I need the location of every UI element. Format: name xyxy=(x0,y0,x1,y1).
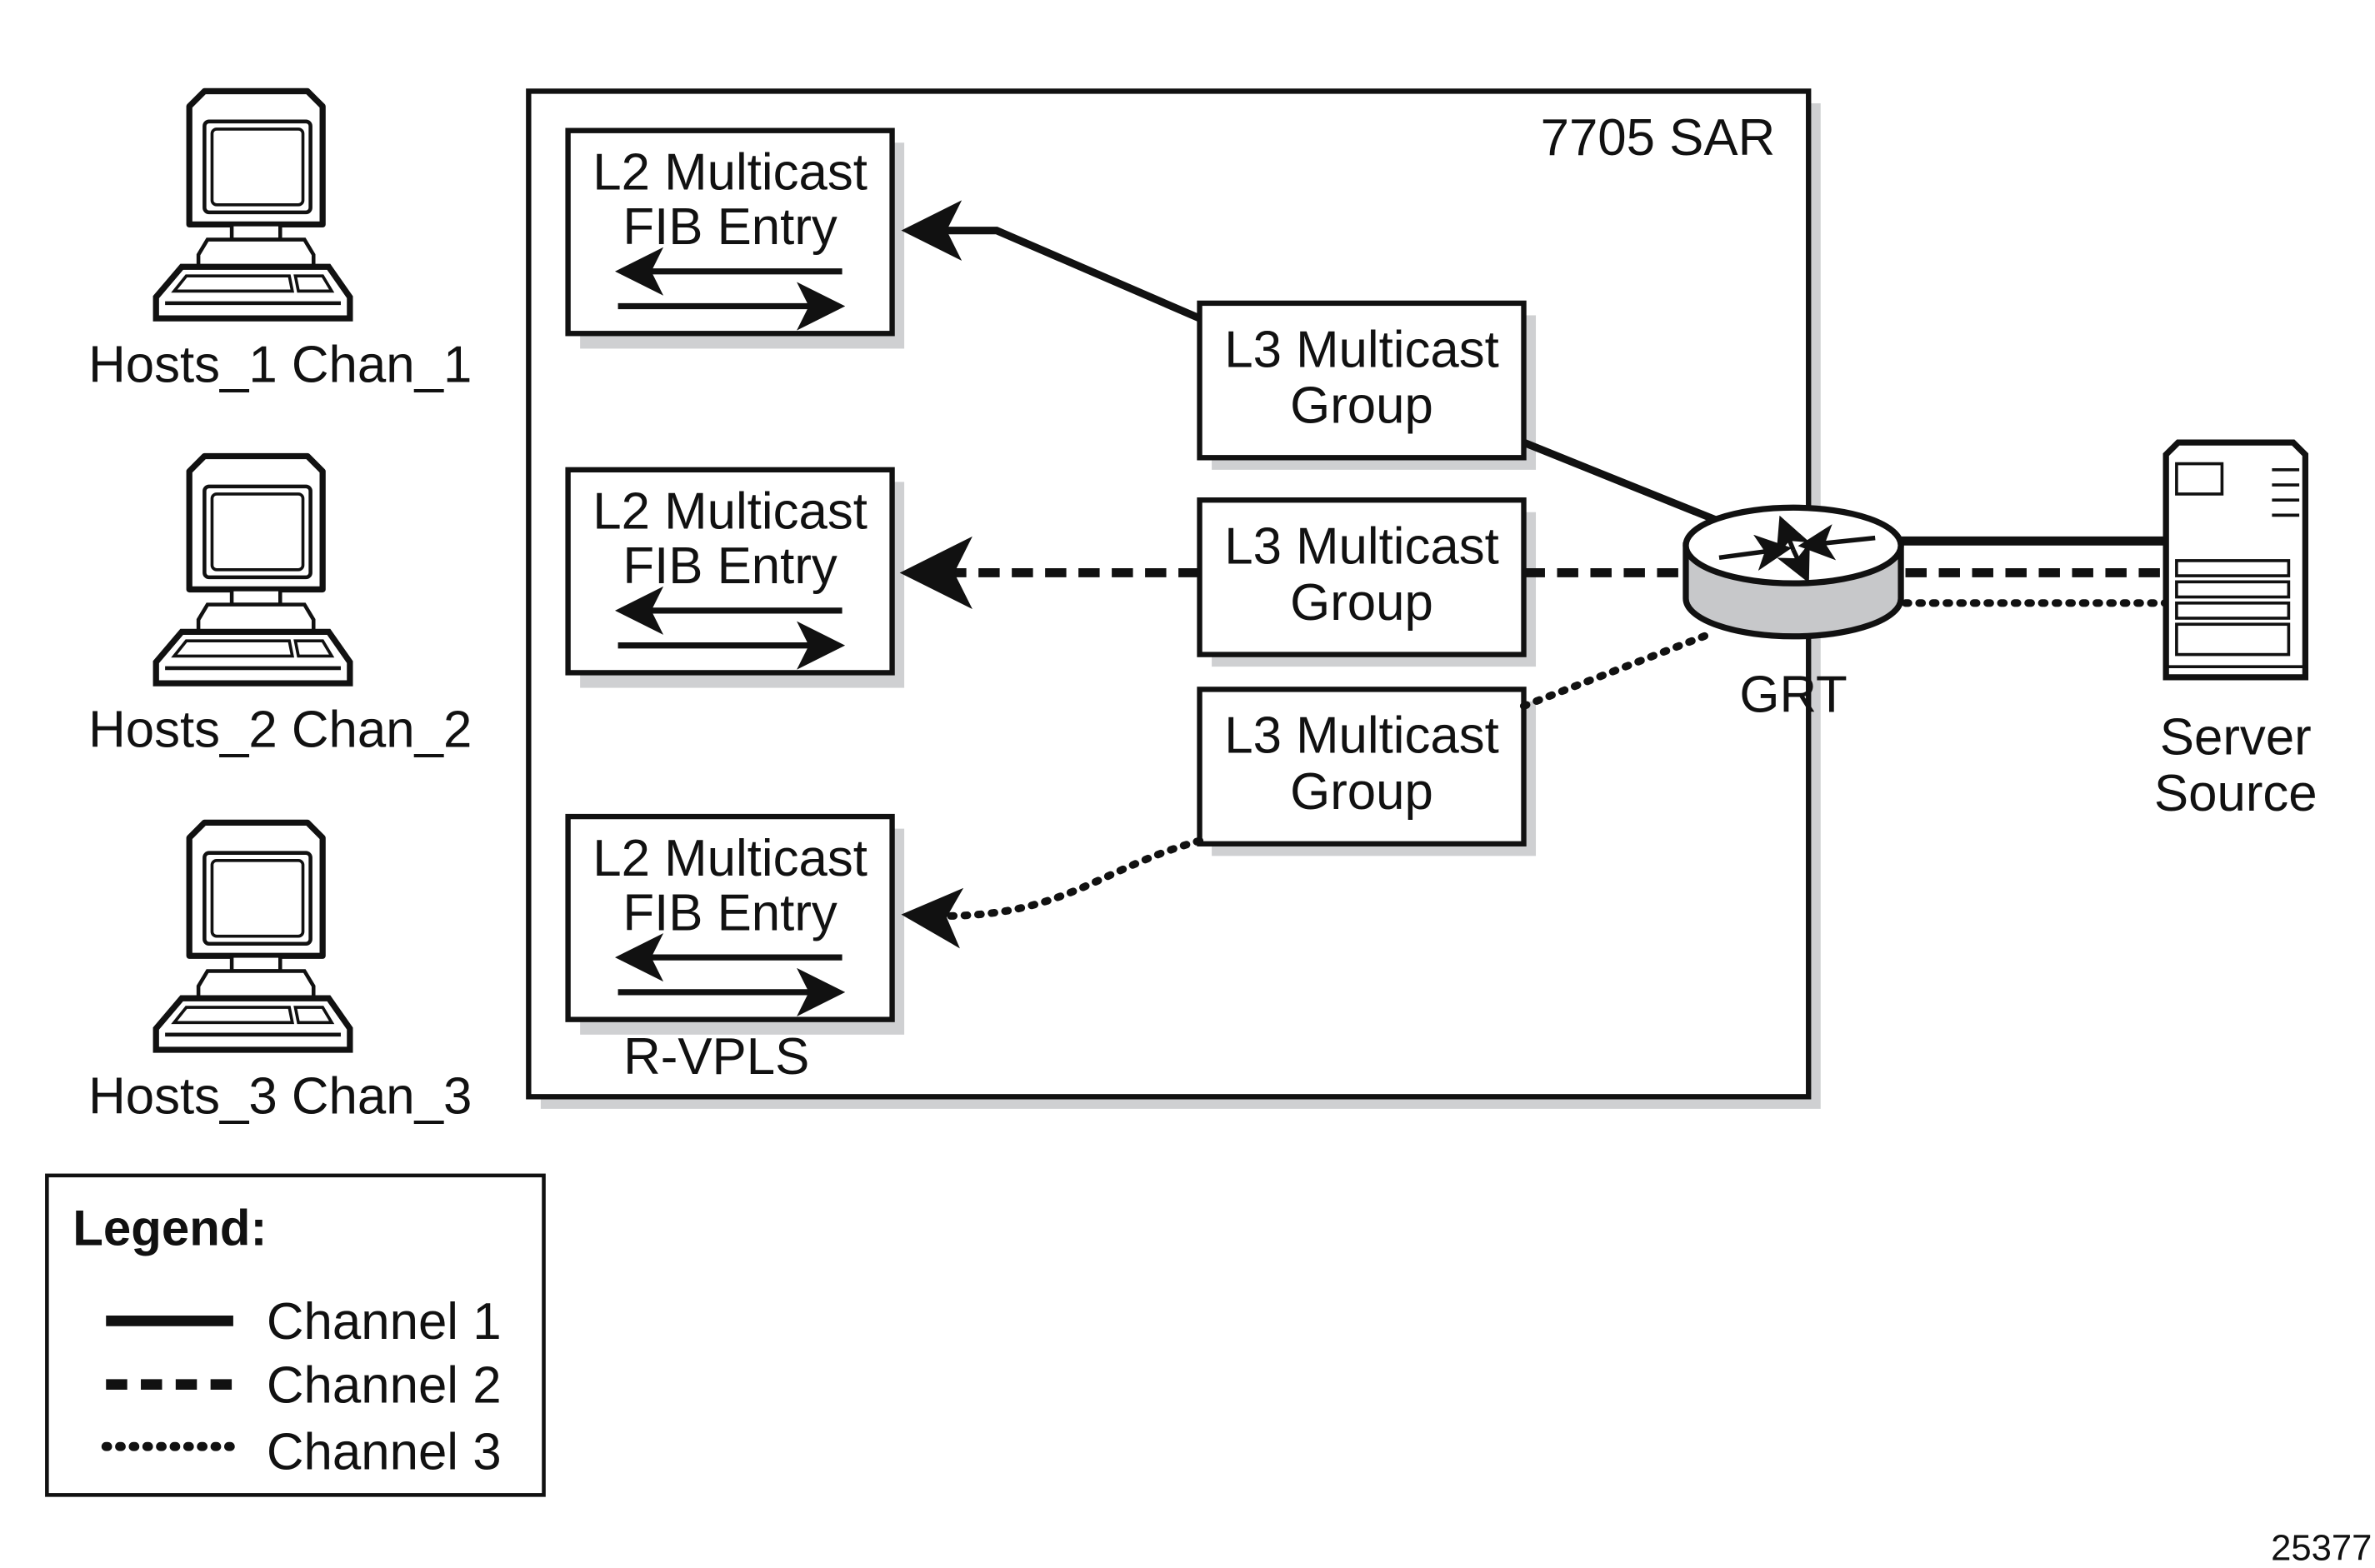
l3-line2: Group xyxy=(1290,377,1433,435)
channel-1-path xyxy=(901,200,2167,546)
legend: Legend: Channel 1 Channel 2 Channel 3 xyxy=(45,1173,546,1497)
legend-item-2: Channel 2 xyxy=(267,1356,502,1414)
l3-line2: Group xyxy=(1290,763,1433,821)
host-2: Hosts_2 Chan_2 xyxy=(88,456,472,758)
server-icon xyxy=(2162,439,2309,681)
router-label: GRT xyxy=(1739,667,1847,724)
l3-line2: Group xyxy=(1290,574,1433,632)
l2-fib-entry-2: L2 Multicast FIB Entry xyxy=(565,467,905,688)
legend-item-3: Channel 3 xyxy=(267,1423,502,1481)
l3-line1: L3 Multicast xyxy=(1224,321,1499,378)
server-label-line1: Server xyxy=(2160,709,2312,767)
figure-id: 25377 xyxy=(2271,1529,2372,1568)
l3-line1: L3 Multicast xyxy=(1224,707,1499,765)
l2-line1: L2 Multicast xyxy=(592,144,868,202)
host-1-label: Hosts_1 Chan_1 xyxy=(88,336,472,393)
channel-3-path xyxy=(901,599,2170,949)
l2-line2: FIB Entry xyxy=(622,884,838,941)
router-icon xyxy=(1682,504,1904,640)
server-label-line2: Source xyxy=(2154,765,2318,822)
l2-fib-entry-3: L2 Multicast FIB Entry xyxy=(565,813,905,1035)
computer-icon xyxy=(156,822,350,1050)
sar-label: 7705 SAR xyxy=(1541,109,1776,167)
legend-item-1: Channel 1 xyxy=(267,1293,502,1351)
host-3-label: Hosts_3 Chan_3 xyxy=(88,1067,472,1125)
host-1: Hosts_1 Chan_1 xyxy=(88,91,472,393)
host-2-label: Hosts_2 Chan_2 xyxy=(88,701,472,758)
host-3: Hosts_3 Chan_3 xyxy=(88,822,472,1125)
computer-icon xyxy=(156,91,350,318)
l3-group-3: L3 Multicast Group xyxy=(1197,687,1537,856)
server-source: Server Source xyxy=(2154,439,2318,822)
l2-line2: FIB Entry xyxy=(622,198,838,256)
l2-line2: FIB Entry xyxy=(622,537,838,595)
l2-line1: L2 Multicast xyxy=(592,830,868,887)
router-grt: GRT xyxy=(1682,504,1904,724)
legend-title: Legend: xyxy=(72,1200,267,1256)
l2-fib-entry-1: L2 Multicast FIB Entry xyxy=(565,127,905,349)
l3-line1: L3 Multicast xyxy=(1224,518,1499,576)
l3-group-1: L3 Multicast Group xyxy=(1197,300,1537,470)
l3-group-2: L3 Multicast Group xyxy=(1197,497,1537,667)
computer-icon xyxy=(156,456,350,683)
l2-line1: L2 Multicast xyxy=(592,483,868,541)
rvpls-label: R-VPLS xyxy=(623,1028,809,1086)
